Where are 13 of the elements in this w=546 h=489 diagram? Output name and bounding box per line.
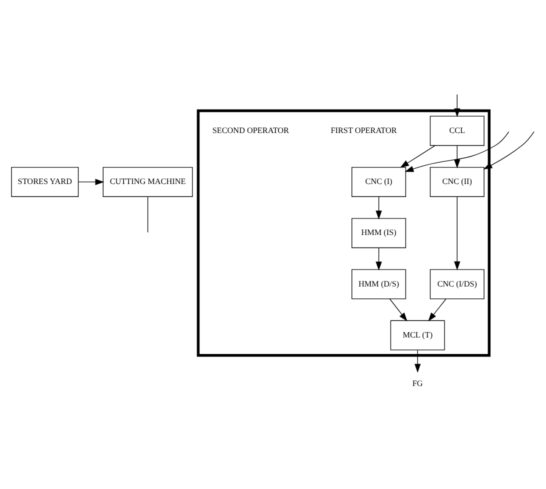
connector xyxy=(147,196,148,232)
arrow xyxy=(414,349,421,372)
arrow xyxy=(376,196,382,219)
arrow xyxy=(376,247,382,270)
arrow xyxy=(454,144,460,168)
arrow xyxy=(454,94,460,117)
arrow xyxy=(78,178,104,185)
arrow xyxy=(404,130,510,172)
arrow xyxy=(428,298,446,321)
arrow xyxy=(389,298,408,321)
arrow xyxy=(483,130,534,169)
arrow xyxy=(454,196,460,270)
arrow xyxy=(400,144,436,168)
